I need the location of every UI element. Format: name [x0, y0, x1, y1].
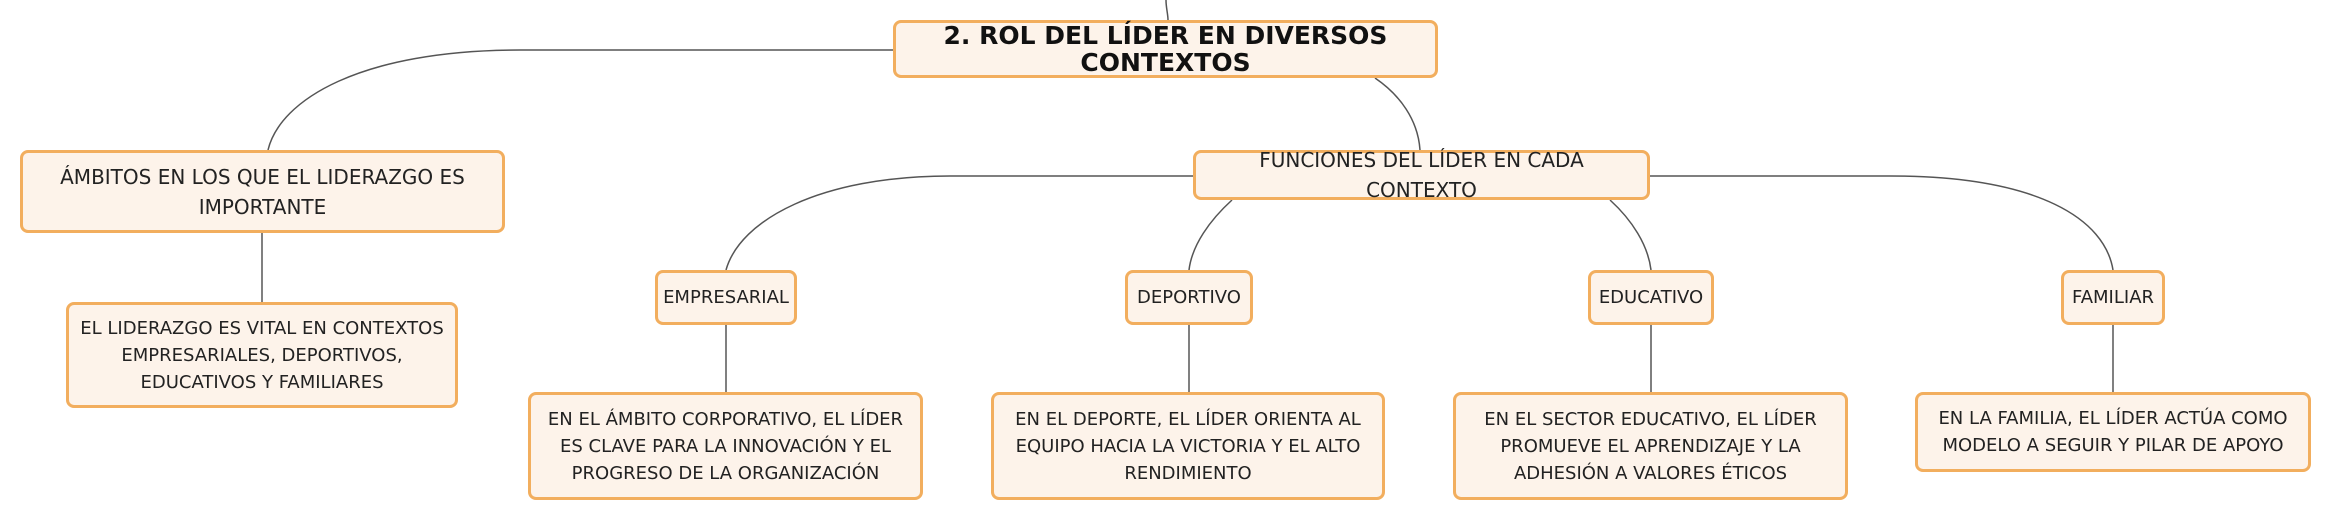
- connector-funciones-deportivo: [1188, 199, 1233, 271]
- topic-empresarial[interactable]: EMPRESARIAL: [655, 270, 797, 325]
- topic-educativo[interactable]: EDUCATIVO: [1588, 270, 1714, 325]
- connector-funciones-educativo: [1609, 199, 1652, 271]
- connector-funciones-empresarial: [725, 175, 1193, 271]
- topic-ambitos[interactable]: ÁMBITOS EN LOS QUE EL LIDERAZGO ES IMPOR…: [20, 150, 505, 233]
- topic-familiar[interactable]: FAMILIAR: [2061, 270, 2165, 325]
- root-topic[interactable]: 2. ROL DEL LÍDER EN DIVERSOS CONTEXTOS: [893, 20, 1438, 78]
- topic-funciones[interactable]: FUNCIONES DEL LÍDER EN CADA CONTEXTO: [1193, 148, 1650, 202]
- connector-root-ambitos: [267, 49, 893, 151]
- connector-root-parent: [1165, 0, 1169, 21]
- topic-familiar-detail[interactable]: EN LA FAMILIA, EL LÍDER ACTÚA COMO MODEL…: [1915, 392, 2311, 472]
- connector-funciones-familiar: [1650, 175, 2114, 271]
- topic-deportivo[interactable]: DEPORTIVO: [1125, 270, 1253, 325]
- topic-deportivo-detail[interactable]: EN EL DEPORTE, EL LÍDER ORIENTA AL EQUIP…: [991, 392, 1385, 500]
- topic-educativo-detail[interactable]: EN EL SECTOR EDUCATIVO, EL LÍDER PROMUEV…: [1453, 392, 1848, 500]
- connector-root-funciones: [1374, 77, 1421, 151]
- topic-empresarial-detail[interactable]: EN EL ÁMBITO CORPORATIVO, EL LÍDER ES CL…: [528, 392, 923, 500]
- topic-ambitos-detail[interactable]: EL LIDERAZGO ES VITAL EN CONTEXTOS EMPRE…: [66, 302, 458, 408]
